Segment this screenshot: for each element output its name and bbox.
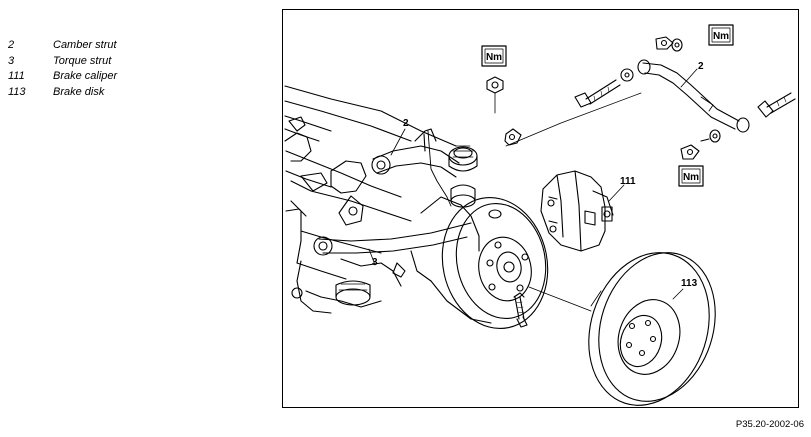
- camber-strut-installed: [371, 128, 460, 207]
- hub-bolt: [513, 292, 528, 328]
- top-mount-nut: [486, 76, 522, 146]
- rubber-mount-lower: [335, 280, 371, 306]
- torque-badge: Nm: [708, 24, 734, 46]
- torque-badge-label: Nm: [486, 52, 502, 63]
- legend-number: 111: [8, 70, 25, 82]
- legend-label: Brake caliper: [53, 70, 118, 82]
- torque-badge: Nm: [481, 45, 507, 67]
- callout-camber-strut-installed: 2: [403, 118, 409, 129]
- legend-label: Brake disk: [53, 85, 105, 98]
- legend-label: Torque strut: [53, 54, 112, 67]
- callout-camber-strut-exploded: 2: [698, 61, 704, 72]
- camber-strut-exploded: [574, 36, 796, 160]
- legend-item: 113 Brake disk: [8, 85, 117, 101]
- callout-brake-caliper: 111: [620, 176, 636, 187]
- leader-lines: [368, 68, 698, 312]
- legend-number: 3: [8, 54, 15, 67]
- exploded-diagram-frame: 2 2 3 111 113 Nm Nm Nm: [282, 9, 799, 408]
- legend-item: 2 Camber strut: [8, 38, 117, 54]
- torque-badge-label: Nm: [713, 31, 729, 42]
- parts-legend: 2 Camber strut 3 Torque strut 111 Brake …: [8, 38, 117, 100]
- torque-badge: Nm: [678, 165, 704, 187]
- torque-badge-label: Nm: [683, 172, 699, 183]
- rear-axle-exploded-drawing: 2 2 3 111 113 Nm Nm Nm: [284, 24, 796, 406]
- brake-caliper: [540, 170, 614, 252]
- torque-strut-installed: [313, 222, 472, 287]
- callout-torque-strut: 3: [372, 257, 378, 268]
- figure-reference-id: P35.20-2002-06: [735, 419, 804, 430]
- legend-number: 2: [8, 39, 15, 51]
- brake-disk: [588, 252, 716, 406]
- rear-axle-carrier: [284, 85, 457, 314]
- wheel-hub-carrier: [410, 196, 492, 324]
- callout-brake-disk: 113: [681, 278, 698, 289]
- legend-item: 111 Brake caliper: [8, 69, 117, 85]
- legend-number: 113: [8, 85, 26, 98]
- spring-mount: [448, 145, 478, 208]
- legend-item: 3 Torque strut: [8, 54, 117, 70]
- legend-label: Camber strut: [53, 39, 117, 51]
- wheel-hub: [441, 196, 549, 330]
